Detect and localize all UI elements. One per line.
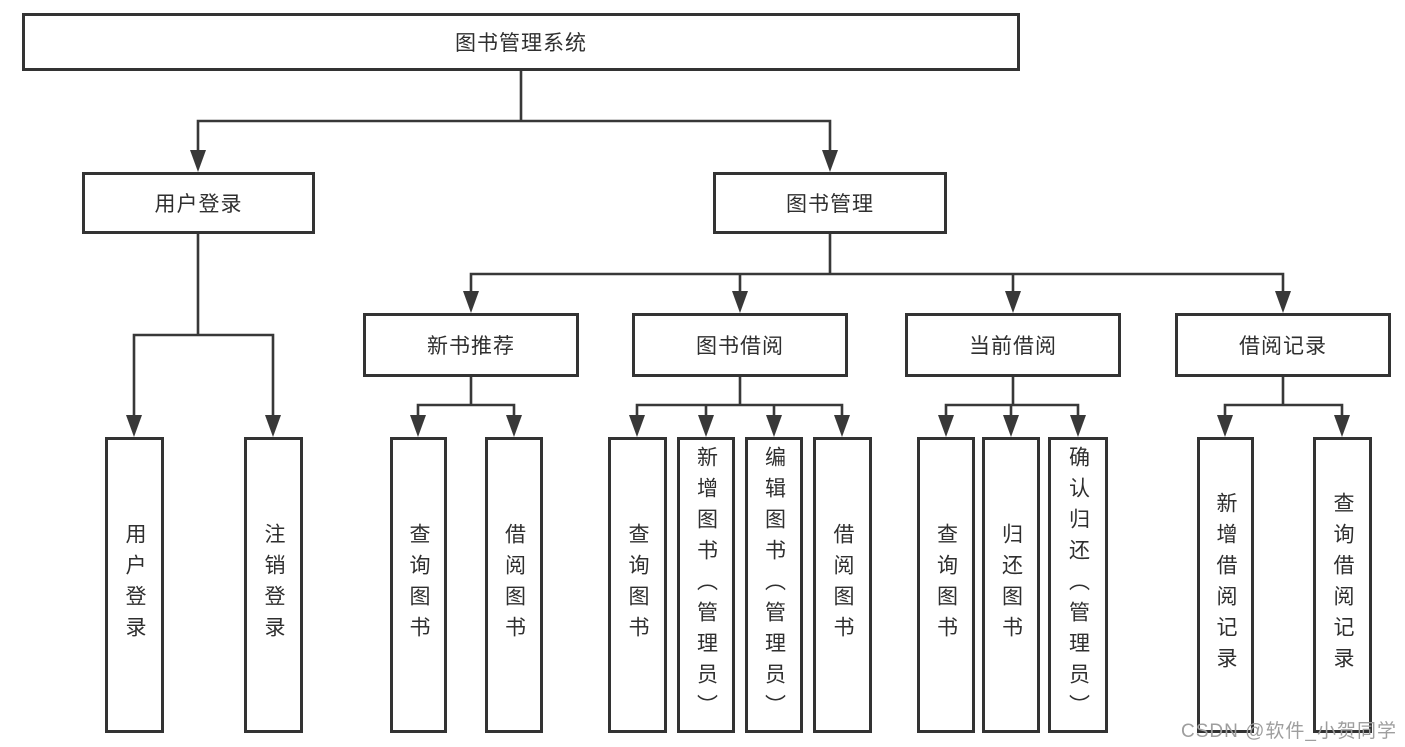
node-current-borrowing: 当前借阅 <box>905 313 1121 377</box>
leaf-label: 归还图书 <box>999 523 1023 647</box>
leaf-query-books-borrowing: 查询图书 <box>608 437 667 733</box>
leaf-label: 确认归还（管理员） <box>1066 445 1090 725</box>
arrow-down-icon <box>698 415 714 437</box>
arrow-down-icon <box>265 415 281 437</box>
leaf-borrow-books: 借阅图书 <box>813 437 872 733</box>
leaf-query-books-current: 查询图书 <box>917 437 975 733</box>
arrow-down-icon <box>1070 415 1086 437</box>
leaf-label: 新增图书（管理员） <box>694 445 718 725</box>
edge-root-to-level2 <box>196 69 832 154</box>
leaf-query-borrow-record: 查询借阅记录 <box>1313 437 1372 733</box>
leaf-label: 编辑图书（管理员） <box>762 445 786 725</box>
leaf-label: 查询借阅记录 <box>1331 492 1354 678</box>
leaf-borrow-books-recommend: 借阅图书 <box>485 437 543 733</box>
arrow-down-icon <box>1005 291 1021 313</box>
arrow-down-icon <box>1275 291 1291 313</box>
arrow-down-icon <box>410 415 426 437</box>
leaf-query-books-recommend: 查询图书 <box>390 437 447 733</box>
node-book-borrowing: 图书借阅 <box>632 313 848 377</box>
arrow-down-icon <box>938 415 954 437</box>
leaf-label: 查询图书 <box>407 523 430 647</box>
arrow-down-icon <box>506 415 522 437</box>
leaf-label: 新增借阅记录 <box>1214 492 1237 678</box>
node-library-management-system: 图书管理系统 <box>22 13 1020 71</box>
leaf-logout: 注销登录 <box>244 437 303 733</box>
arrow-down-icon <box>1003 415 1019 437</box>
leaf-add-books-admin: 新增图书（管理员） <box>677 437 735 733</box>
arrow-down-icon <box>766 415 782 437</box>
arrow-down-icon <box>1217 415 1233 437</box>
arrow-down-icon <box>190 150 206 172</box>
edge-newbook-to-leaves <box>416 375 516 419</box>
edge-borrow-to-leaves <box>635 375 844 419</box>
arrow-down-icon <box>834 415 850 437</box>
node-borrowing-records: 借阅记录 <box>1175 313 1391 377</box>
leaf-label: 借阅图书 <box>502 523 526 647</box>
edge-bookmgmt-to-level3 <box>469 232 1285 295</box>
node-user-login: 用户登录 <box>82 172 315 234</box>
leaf-add-borrow-record: 新增借阅记录 <box>1197 437 1254 733</box>
leaf-confirm-return-admin: 确认归还（管理员） <box>1048 437 1108 733</box>
edge-userlogin-to-leaves <box>132 232 275 419</box>
arrow-down-icon <box>822 150 838 172</box>
leaf-label: 用户登录 <box>123 523 146 647</box>
leaf-label: 注销登录 <box>262 523 285 647</box>
leaf-label: 查询图书 <box>934 523 958 647</box>
arrow-down-icon <box>126 415 142 437</box>
arrowheads <box>126 150 1350 437</box>
leaf-user-login: 用户登录 <box>105 437 164 733</box>
node-book-management: 图书管理 <box>713 172 947 234</box>
leaf-edit-books-admin: 编辑图书（管理员） <box>745 437 803 733</box>
arrow-down-icon <box>463 291 479 313</box>
leaf-label: 查询图书 <box>626 523 649 647</box>
node-new-book-recommendation: 新书推荐 <box>363 313 579 377</box>
edge-current-to-leaves <box>944 375 1080 419</box>
edge-records-to-leaves <box>1223 375 1344 419</box>
arrow-down-icon <box>732 291 748 313</box>
arrow-down-icon <box>1334 415 1350 437</box>
leaf-label: 借阅图书 <box>831 523 854 647</box>
arrow-down-icon <box>629 415 645 437</box>
leaf-return-books: 归还图书 <box>982 437 1040 733</box>
csdn-watermark: CSDN @软件_小贺同学 <box>1181 721 1397 742</box>
